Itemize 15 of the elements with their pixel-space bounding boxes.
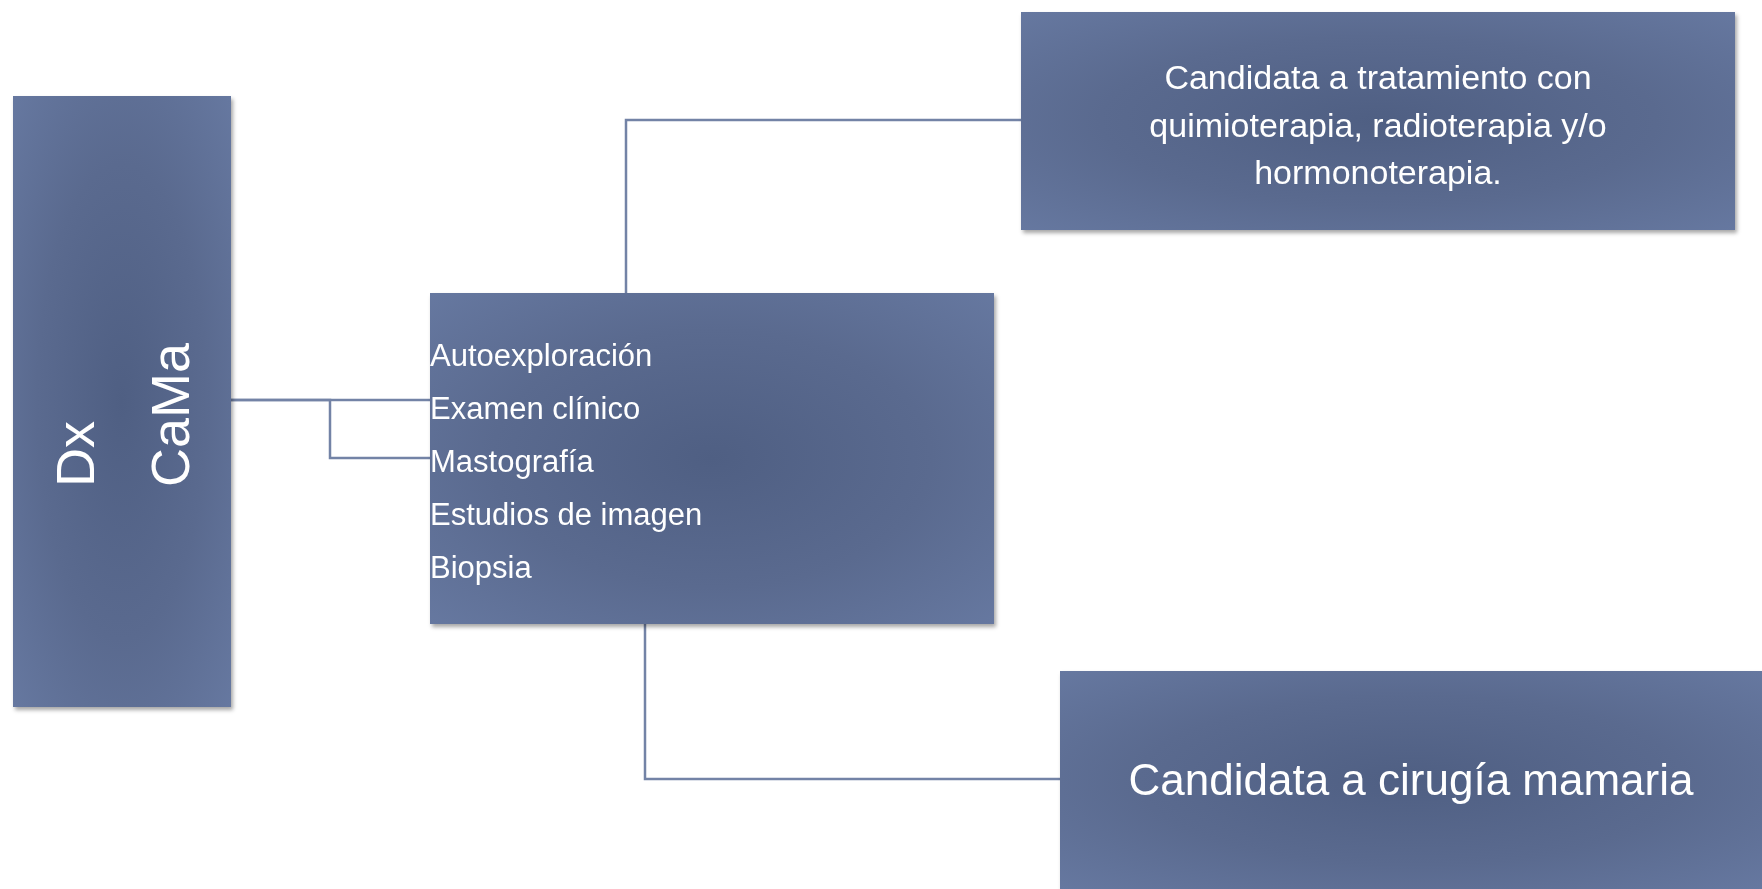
process-box — [13, 96, 231, 707]
process-box — [1060, 671, 1762, 889]
list-item: Autoexploración — [430, 337, 653, 375]
list-box — [430, 293, 994, 624]
list-item: Examen clínico — [430, 390, 641, 428]
node-label: Candidata a cirugía mamaria — [1128, 754, 1694, 807]
connector-line — [624, 118, 1021, 293]
node-label: Dx CaMa — [43, 341, 200, 489]
list-item: Mastografía — [430, 443, 594, 481]
connector-line — [231, 398, 430, 460]
connector-line — [643, 624, 1060, 781]
list-item: Estudios de imagen — [430, 496, 703, 534]
list-item: Biopsia — [430, 549, 532, 587]
process-box — [1021, 12, 1735, 230]
node-label: Candidata a tratamiento con quimioterapia, radioterapia y/o hormonoterapia. — [1148, 57, 1608, 194]
